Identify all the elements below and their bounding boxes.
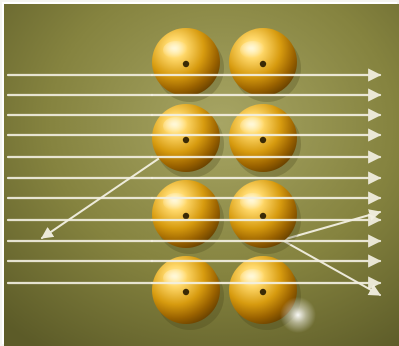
atom-nucleus bbox=[182, 212, 190, 220]
atom-highlight bbox=[240, 41, 266, 59]
atom-sphere bbox=[229, 28, 301, 102]
atom-highlight bbox=[240, 117, 266, 135]
atom-sphere bbox=[152, 104, 224, 178]
atom-sphere bbox=[152, 28, 224, 102]
rays-front-layer bbox=[150, 68, 382, 290]
atom-highlight bbox=[163, 41, 189, 59]
atom-nucleus bbox=[259, 60, 267, 68]
atom-nucleus bbox=[259, 212, 267, 220]
ray-deflected-down-1 bbox=[281, 239, 382, 296]
atom-sphere bbox=[229, 104, 301, 178]
ray-deflected-up-1 bbox=[281, 209, 382, 241]
atom-highlight bbox=[240, 193, 266, 211]
atom-highlight bbox=[163, 269, 189, 287]
atom-nucleus bbox=[259, 136, 267, 144]
illustration-canvas bbox=[4, 4, 399, 346]
atom-highlight bbox=[240, 269, 266, 287]
atom-sphere bbox=[152, 256, 224, 330]
atom-nucleus bbox=[182, 60, 190, 68]
light-glow bbox=[280, 297, 316, 333]
rays-back-layer bbox=[6, 73, 382, 296]
atom-nucleus bbox=[182, 136, 190, 144]
atom-nucleus bbox=[259, 288, 267, 296]
atom-highlight bbox=[163, 193, 189, 211]
atom-highlight bbox=[163, 117, 189, 135]
atom-nucleus bbox=[182, 288, 190, 296]
